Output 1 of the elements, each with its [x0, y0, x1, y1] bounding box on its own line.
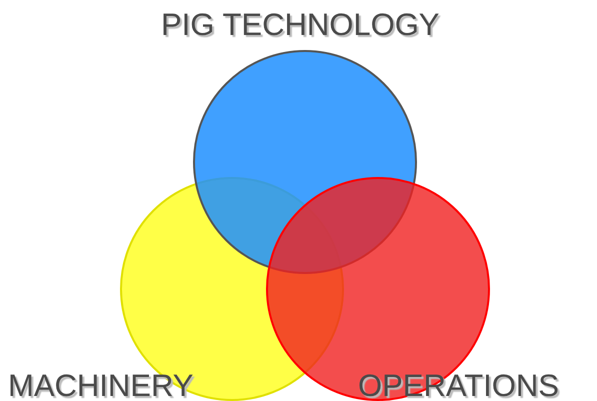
- circle-label: PIG TECHNOLOGY: [161, 8, 440, 42]
